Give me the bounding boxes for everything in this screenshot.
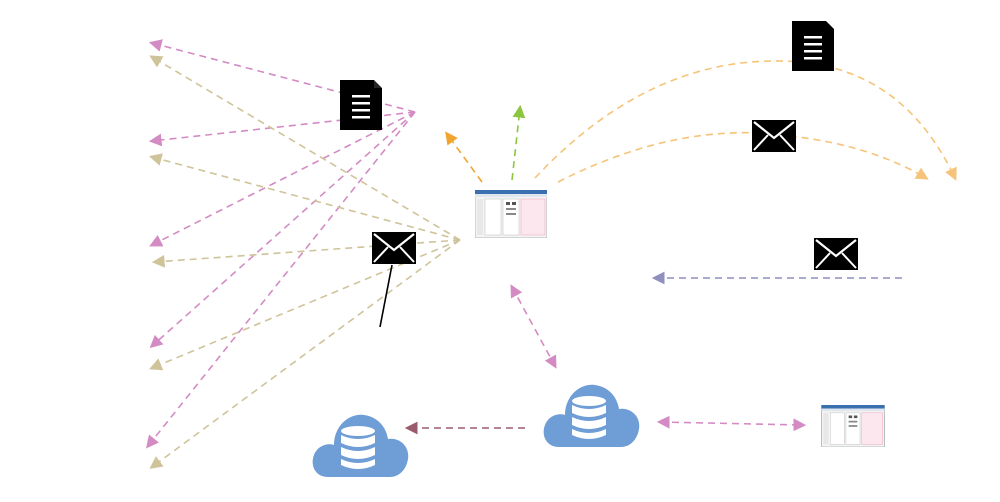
edge-pink-db-app (656, 415, 807, 432)
edge-green-short (511, 104, 526, 181)
document-icon (340, 80, 382, 130)
edge-black-solid (379, 264, 393, 328)
edge-pink-1 (148, 39, 416, 113)
edge-orange-arc-top (534, 60, 957, 181)
edge-pink-3 (149, 111, 416, 247)
envelope-icon (752, 120, 796, 152)
database-cloud-icon (541, 375, 641, 453)
edge-tan-4 (149, 239, 461, 371)
edge-tan-5 (149, 239, 461, 469)
edge-tan-2 (148, 153, 461, 241)
envelope-icon (814, 238, 858, 270)
edge-orange-short (445, 131, 483, 183)
edge-pink-5 (146, 111, 416, 449)
edge-pink-app-db (510, 284, 557, 369)
document-icon (792, 21, 834, 71)
edge-pink-4 (149, 111, 416, 349)
app-window-icon (475, 190, 547, 238)
edge-tan-1 (149, 55, 461, 241)
database-cloud-icon (310, 405, 410, 483)
envelope-icon (372, 232, 416, 264)
edge-orange-arc-mid (557, 131, 929, 183)
edge-pink-2 (148, 111, 416, 147)
app-window-icon (820, 405, 886, 447)
